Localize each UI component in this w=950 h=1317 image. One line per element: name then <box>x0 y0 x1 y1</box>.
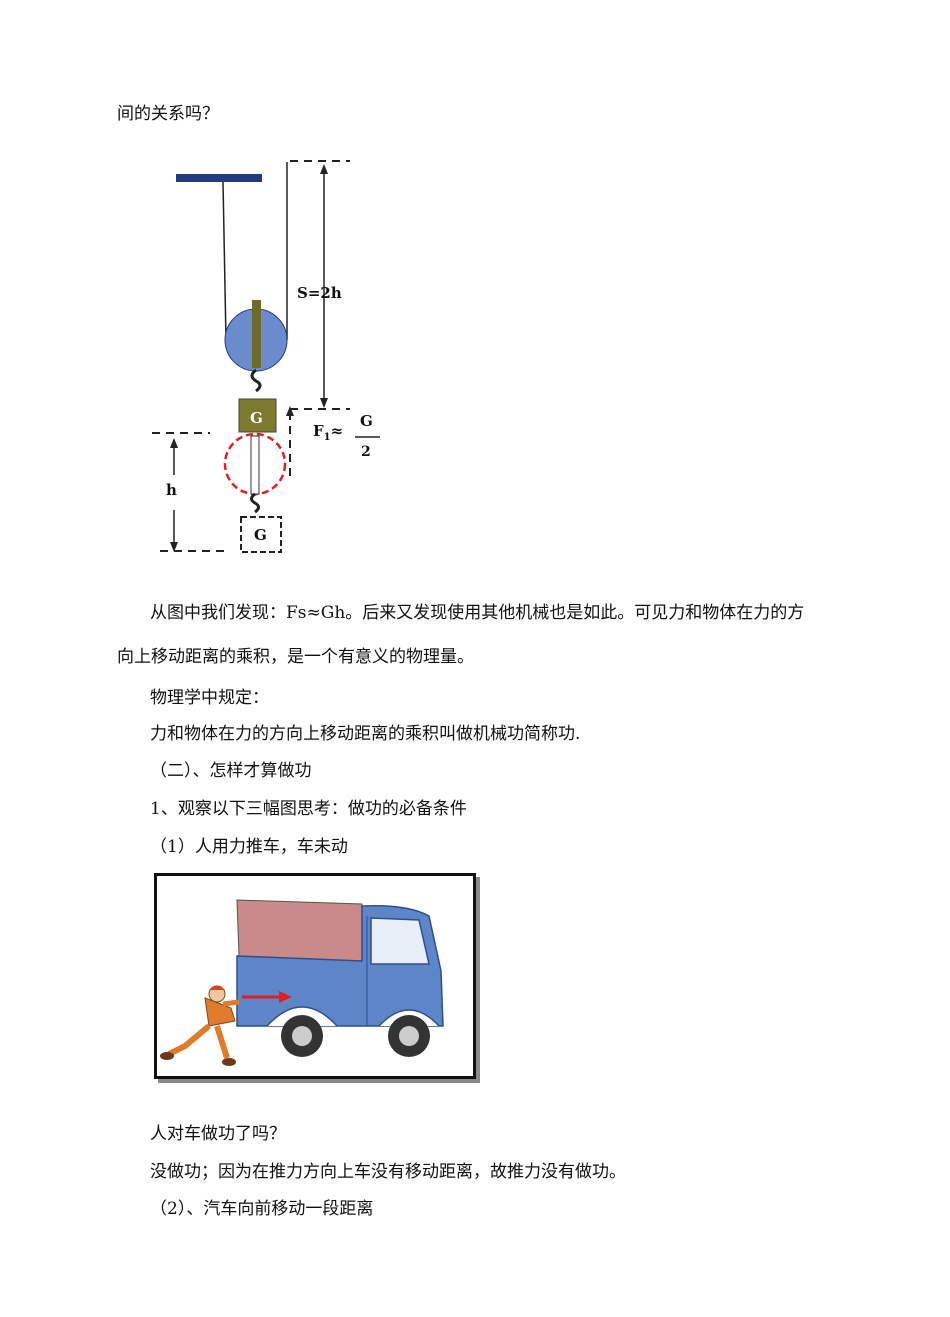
person-shoe-right <box>222 1058 236 1066</box>
item1-text: 1、观察以下三幅图思考：做功的必备条件 <box>150 799 467 819</box>
fraction-numerator: G <box>360 412 373 430</box>
pulley-diagram: G G S=2h F1≈ G 2 h <box>150 150 390 560</box>
force-arrow-head <box>286 406 294 416</box>
definition-text: 力和物体在力的方向上移动距离的乘积叫做机械功简称功. <box>150 724 581 744</box>
h-arrow-head-up <box>170 438 178 448</box>
question1-text: 人对车做功了吗？ <box>150 1124 286 1144</box>
load-block-label: G <box>250 409 263 427</box>
fraction-denominator: 2 <box>361 444 371 460</box>
ghost-block-label: G <box>254 526 267 544</box>
ghost-hook <box>250 492 260 514</box>
s-arrow-head-up <box>320 164 328 174</box>
pulley-hook <box>250 368 262 393</box>
rear-wheel-hub <box>292 1026 312 1046</box>
pulley-diagram-svg: G G S=2h F1≈ G 2 h <box>152 160 380 553</box>
load-block <box>238 398 277 433</box>
para1-line2: 向上移动距离的乘积，是一个有意义的物理量。 <box>117 647 474 667</box>
ghost-axle <box>250 435 260 495</box>
ghost-block <box>240 516 282 553</box>
person-shoe-left <box>160 1052 174 1060</box>
answer1-text: 没做功；因为在推力方向上车没有移动距离，故推力没有做功。 <box>150 1162 626 1182</box>
pulley-axle <box>252 300 261 368</box>
person-legs <box>167 1023 230 1059</box>
force-label: F1≈ <box>313 422 343 443</box>
front-wheel-hub <box>399 1026 419 1046</box>
para1-line1: 从图中我们发现：Fs≈Gh。后来又发现使用其他机械也是如此。可见力和物体在力的方 <box>150 603 805 623</box>
case2-text: （2）、汽车向前移动一段距离 <box>150 1199 374 1219</box>
truck-illustration-svg <box>157 876 473 1076</box>
s-arrow-head-down <box>320 398 328 408</box>
section2-title: （二）、怎样才算做功 <box>150 761 312 781</box>
person-body <box>204 997 236 1027</box>
person-arm <box>222 999 240 1007</box>
ceiling-bar <box>176 174 262 182</box>
force-letter: F <box>313 422 324 440</box>
h-arrow-head-down <box>170 542 178 552</box>
truck-window <box>370 917 430 965</box>
fixed-rope <box>222 181 227 341</box>
approx-sign: ≈ <box>331 422 344 440</box>
rule-intro-text: 物理学中规定： <box>150 688 269 708</box>
distance-label: S=2h <box>297 284 342 302</box>
person-cap <box>209 986 225 990</box>
truck-cargo-box <box>236 899 363 962</box>
height-label: h <box>166 481 177 499</box>
push-force-arrow-head <box>279 991 292 1003</box>
force-subscript: 1 <box>324 432 331 443</box>
case1-text: （1）人用力推车，车未动 <box>150 837 348 857</box>
truck-push-illustration <box>154 873 476 1079</box>
intro-tail-text: 间的关系吗？ <box>117 104 219 124</box>
